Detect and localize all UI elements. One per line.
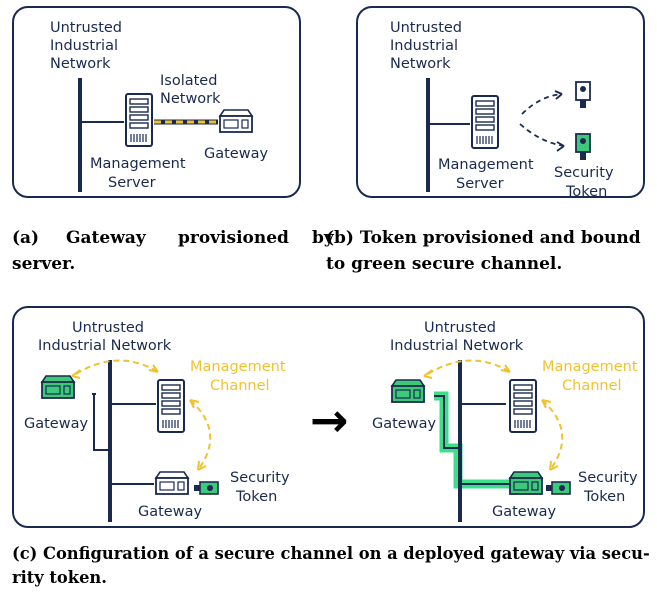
security-token-icon [575, 81, 591, 108]
token-label-line2: Token [565, 184, 607, 200]
channel-arrowhead [500, 364, 511, 373]
server-label-line1: Management [90, 156, 186, 172]
management-channel-label-line2: Channel [562, 378, 622, 394]
isolated-label-line1: Isolated [160, 73, 217, 89]
panel-b: Untrusted Industrial Network Management [356, 6, 645, 200]
server-icon [471, 95, 499, 149]
caption-a-line2: server. [12, 254, 76, 274]
provision-arrowhead-top [554, 90, 563, 100]
network-label-line1: Untrusted [72, 320, 144, 336]
panel-c-diagram: Untrusted Industrial Network Gateway [24, 320, 638, 522]
right-arrow-icon: → [310, 393, 349, 447]
gateway-icon [390, 379, 426, 403]
gateway-icon [508, 471, 544, 495]
server-label-line2: Server [456, 176, 504, 192]
server-label-line1: Management [438, 157, 534, 173]
token-label-line1: Security [230, 470, 290, 486]
gateway-top-label: Gateway [24, 416, 88, 432]
server-icon [125, 93, 153, 147]
network-label-line3: Network [390, 56, 451, 72]
provision-arrow-bottom [519, 123, 565, 147]
gateway-icon [40, 375, 76, 399]
token-label-line1: Security [554, 165, 614, 181]
security-token-icon [194, 481, 219, 495]
management-channel-arc-right [541, 399, 564, 471]
gateway-bottom-label: Gateway [138, 504, 202, 520]
gateway-icon [218, 109, 254, 133]
server-icon [509, 379, 537, 433]
caption-b-line1: (b) Token provisioned and bound [326, 228, 641, 248]
panel-a: Untrusted Industrial Network Isolated Ne… [12, 6, 301, 198]
network-label-line2: Industrial Network [38, 338, 172, 354]
gateway-top-link [434, 395, 460, 449]
panel-a-diagram: Untrusted Industrial Network Isolated Ne… [50, 20, 268, 192]
channel-arrowhead [197, 460, 207, 471]
network-label-line2: Industrial Network [390, 338, 524, 354]
channel-arrowhead [71, 369, 81, 379]
gateway-icon [154, 471, 190, 495]
caption-c-line2: rity token. [12, 568, 107, 587]
network-label-line2: Industrial [390, 38, 458, 54]
panel-c-after: Untrusted Industrial Network Gateway [372, 320, 638, 522]
network-label-line1: Untrusted [390, 20, 462, 36]
channel-arrowhead [423, 369, 433, 379]
management-channel-label-line2: Channel [210, 378, 270, 394]
network-label-line1: Untrusted [424, 320, 496, 336]
caption-a-word3: by [312, 228, 334, 248]
provision-arrow-top [521, 93, 563, 115]
provision-arrowhead-bottom [556, 141, 565, 152]
channel-arrowhead [549, 460, 559, 471]
caption-b-line2: to green secure channel. [326, 254, 563, 274]
gateway-top-link [93, 394, 110, 451]
gateway-top-label: Gateway [372, 416, 436, 432]
caption-a-label: (a) [12, 228, 40, 248]
token-label-line1: Security [578, 470, 638, 486]
channel-arrowhead [541, 399, 552, 409]
secure-channel-highlight [434, 391, 510, 489]
gateway-bottom-label: Gateway [492, 504, 556, 520]
network-label-line1: Untrusted [50, 20, 122, 36]
panel-b-diagram: Untrusted Industrial Network Management [390, 20, 614, 200]
caption-c: (c) Configuration of a secure channel on… [12, 542, 652, 590]
panel-c: Untrusted Industrial Network Gateway [12, 306, 645, 528]
panel-c-before: Untrusted Industrial Network Gateway [24, 320, 290, 522]
token-label-line2: Token [235, 489, 277, 505]
isolated-label-line2: Network [160, 91, 221, 107]
network-label-line2: Industrial [50, 38, 118, 54]
caption-a-word2: provisioned [178, 228, 289, 248]
management-channel-arc-top [427, 359, 511, 375]
token-label-line2: Token [583, 489, 625, 505]
management-channel-label-line1: Management [190, 359, 286, 375]
management-channel-arc-top [75, 359, 159, 375]
management-channel-label-line1: Management [542, 359, 638, 375]
server-label-line2: Server [108, 175, 156, 191]
caption-c-line1: (c) Configuration of a secure channel on… [12, 544, 650, 563]
network-label-line3: Network [50, 56, 111, 72]
server-icon [157, 379, 185, 433]
channel-arrowhead [148, 364, 159, 373]
management-channel-arc-right [189, 399, 212, 471]
caption-a-word1: Gateway [66, 228, 146, 248]
gateway-label: Gateway [204, 146, 268, 162]
security-token-icon [546, 481, 571, 495]
security-token-icon [575, 133, 591, 160]
channel-arrowhead [189, 399, 200, 409]
